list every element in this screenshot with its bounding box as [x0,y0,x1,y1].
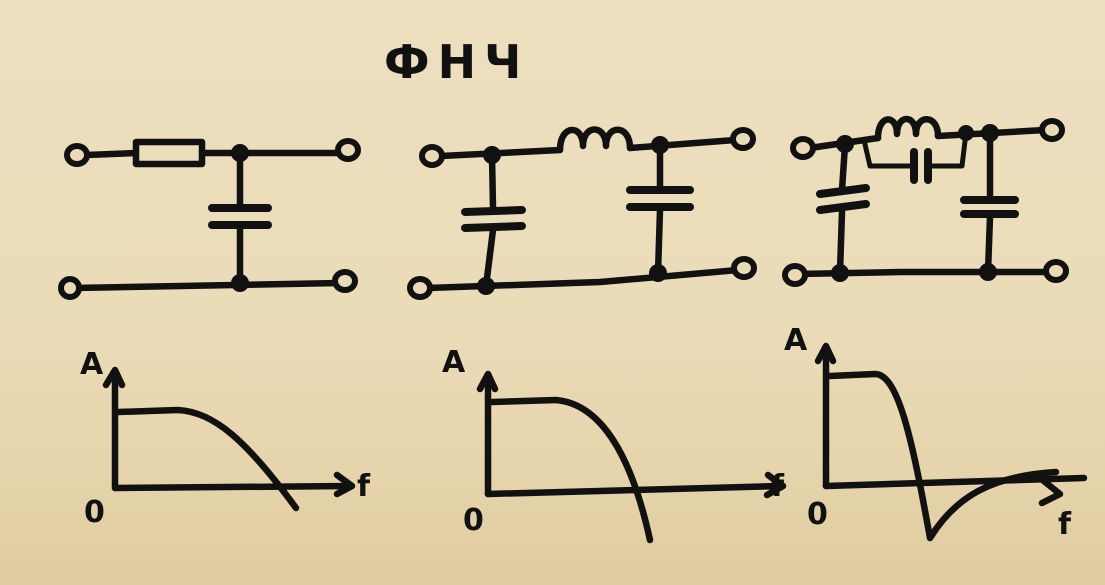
rc-output-terminal-top [335,138,361,162]
pi-top-wire-right [626,136,739,152]
rc-input-terminal-bottom [58,276,82,300]
parallel-cap-left-lead [861,137,915,169]
graph1-y-arrowhead [102,366,126,389]
pi-output-terminal-top [730,127,756,151]
elliptic-cap2-lead-bottom [984,213,994,276]
graph1-origin-label: 0 [84,495,105,530]
graph3-y-arrowhead [814,342,837,365]
pi-cap2-lead-bottom [654,206,664,277]
graph1-response-curve [114,406,300,512]
graph1-x-arrowhead [333,471,356,498]
pi-bottom-wire [424,266,742,292]
rc-node-top [231,144,249,162]
pi-output-terminal-bottom [731,256,757,280]
pi-node-bottom-right [649,264,667,282]
elliptic-cap1-plate-top [816,184,870,198]
graph1-x-axis-label: f [357,469,371,504]
graph1-y-axis-label: A [80,347,104,382]
graph2-response-curve [488,396,654,544]
rc-output-terminal-bottom [332,269,358,293]
elliptic-input-terminal-top [790,136,816,160]
graph2-x-arrowhead [763,471,787,499]
elliptic-node-top-right [981,124,999,142]
diagram-title: ФНЧ [384,35,529,89]
elliptic-cap1-plate-bottom [816,200,870,214]
elliptic-filter-circuit [782,115,1069,287]
rc-filter-circuit [58,138,361,300]
pi-cap1-plate-top [461,206,526,216]
elliptic-node-bottom-left [831,264,849,282]
elliptic-frequency-response-graph: A f 0 [784,323,1088,542]
graph3-x-axis-label: f [1058,507,1072,542]
graph3-origin-label: 0 [807,497,828,532]
graph1-x-axis [111,482,354,492]
rc-frequency-response-graph: A f 0 [80,347,371,530]
graph3-x-arrowhead [1036,474,1064,507]
rc-node-bottom [231,274,249,292]
graph2-x-axis-label: f [771,469,785,504]
pi-node-top-right [651,136,669,154]
graph2-y-arrowhead [476,370,499,393]
elliptic-output-terminal-top [1039,118,1065,142]
rc-top-wire-left [82,149,140,159]
pi-cap1-lead-bottom [482,226,497,290]
elliptic-node-bottom-right [979,263,997,281]
graph2-y-axis-label: A [442,345,466,380]
elliptic-inductor [874,115,942,142]
elliptic-input-terminal-bottom [782,263,808,287]
pi-frequency-response-graph: A f 0 [442,345,787,544]
elliptic-output-terminal-bottom [1043,259,1069,283]
graph3-response-curve [826,370,1060,542]
pi-node-top-left [483,146,501,164]
elliptic-node-top-middle [958,125,974,141]
rc-bottom-wire [70,279,344,292]
resistor [132,138,206,168]
elliptic-node-top-left [836,135,854,153]
pi-input-terminal-bottom [407,276,433,300]
pi-node-bottom-left [477,277,495,295]
pi-input-terminal-top [419,144,445,168]
graph3-y-axis-label: A [784,323,808,358]
graph2-origin-label: 0 [463,503,484,538]
parallel-cap-right-lead [927,130,969,169]
elliptic-cap1-lead-bottom [836,208,846,276]
clc-pi-filter-circuit [407,126,757,300]
inductor [556,126,634,154]
rc-input-terminal-top [64,143,90,167]
